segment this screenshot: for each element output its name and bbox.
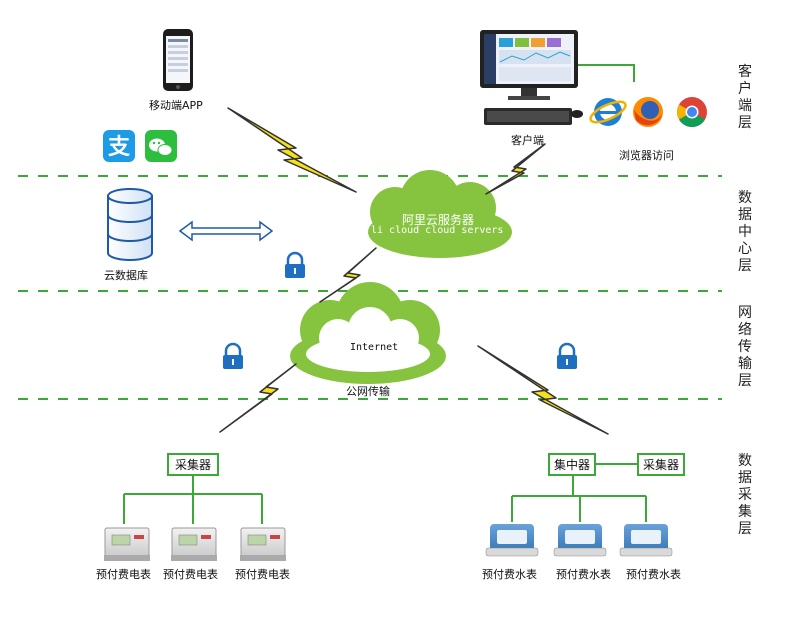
bolt-internet-left [219,363,297,433]
electric-meter-icon [104,527,150,561]
electric-meter-label: 预付费电表 [96,568,151,581]
layer-label-acquisition: 数据采集层 [738,453,752,537]
bolt-client-cloud [485,143,546,195]
aliyun-cloud-title: 阿里云服务器 [402,213,475,227]
water-meter-label: 预付费水表 [482,568,537,581]
water-meter-icon [553,524,607,557]
lock-icon [285,251,305,278]
internet-cloud [290,282,446,384]
right-collector-box: 采集器 [637,453,685,476]
database-icon [107,188,153,261]
aliyun-cloud [368,170,512,258]
firefox-icon [633,97,663,127]
acquisition-connectors [123,463,647,524]
electric-meter-label: 预付费电表 [163,568,218,581]
bolt-cloud-internet [319,247,377,303]
layer-label-data-center: 数据中心层 [738,190,752,274]
water-meter-label: 预付费水表 [556,568,611,581]
mobile-app-label: 移动端APP [149,99,203,112]
wechat-icon [145,130,177,162]
electric-meter-icon [240,527,286,561]
water-meter-label: 预付费水表 [626,568,681,581]
internet-cloud-label: Internet [350,342,399,353]
svg-text:支: 支 [108,135,131,160]
cloud-db-label: 云数据库 [104,269,148,282]
browser-connector [578,64,635,82]
layer-label-client: 客户端层 [738,64,752,131]
computer-icon [480,30,583,125]
lock-icon [223,342,243,369]
alipay-icon: 支 [103,130,135,162]
water-meter-icon [485,524,539,557]
concentrator-box: 集中器 [548,453,596,476]
electric-meter-icon [171,527,217,561]
phone-icon [163,29,193,91]
bidirectional-arrow-icon [178,220,274,242]
left-collector-box: 采集器 [167,453,219,476]
bolt-internet-right [477,345,609,435]
aliyun-cloud-subtitle: li cloud cloud servers [371,225,504,236]
pc-client-label: 客户端 [511,134,544,147]
layer-dividers [18,175,722,400]
public-network-label: 公网传输 [346,385,390,398]
water-meter-icon [619,524,673,557]
bolt-mobile-cloud [227,107,357,193]
lock-icon [557,342,577,369]
chrome-icon [676,97,707,128]
layer-label-network: 网络传输层 [738,305,752,389]
electric-meter-label: 预付费电表 [235,568,290,581]
ie-icon [589,98,627,126]
browser-access-label: 浏览器访问 [619,149,674,162]
lightning-bolts [219,107,609,435]
